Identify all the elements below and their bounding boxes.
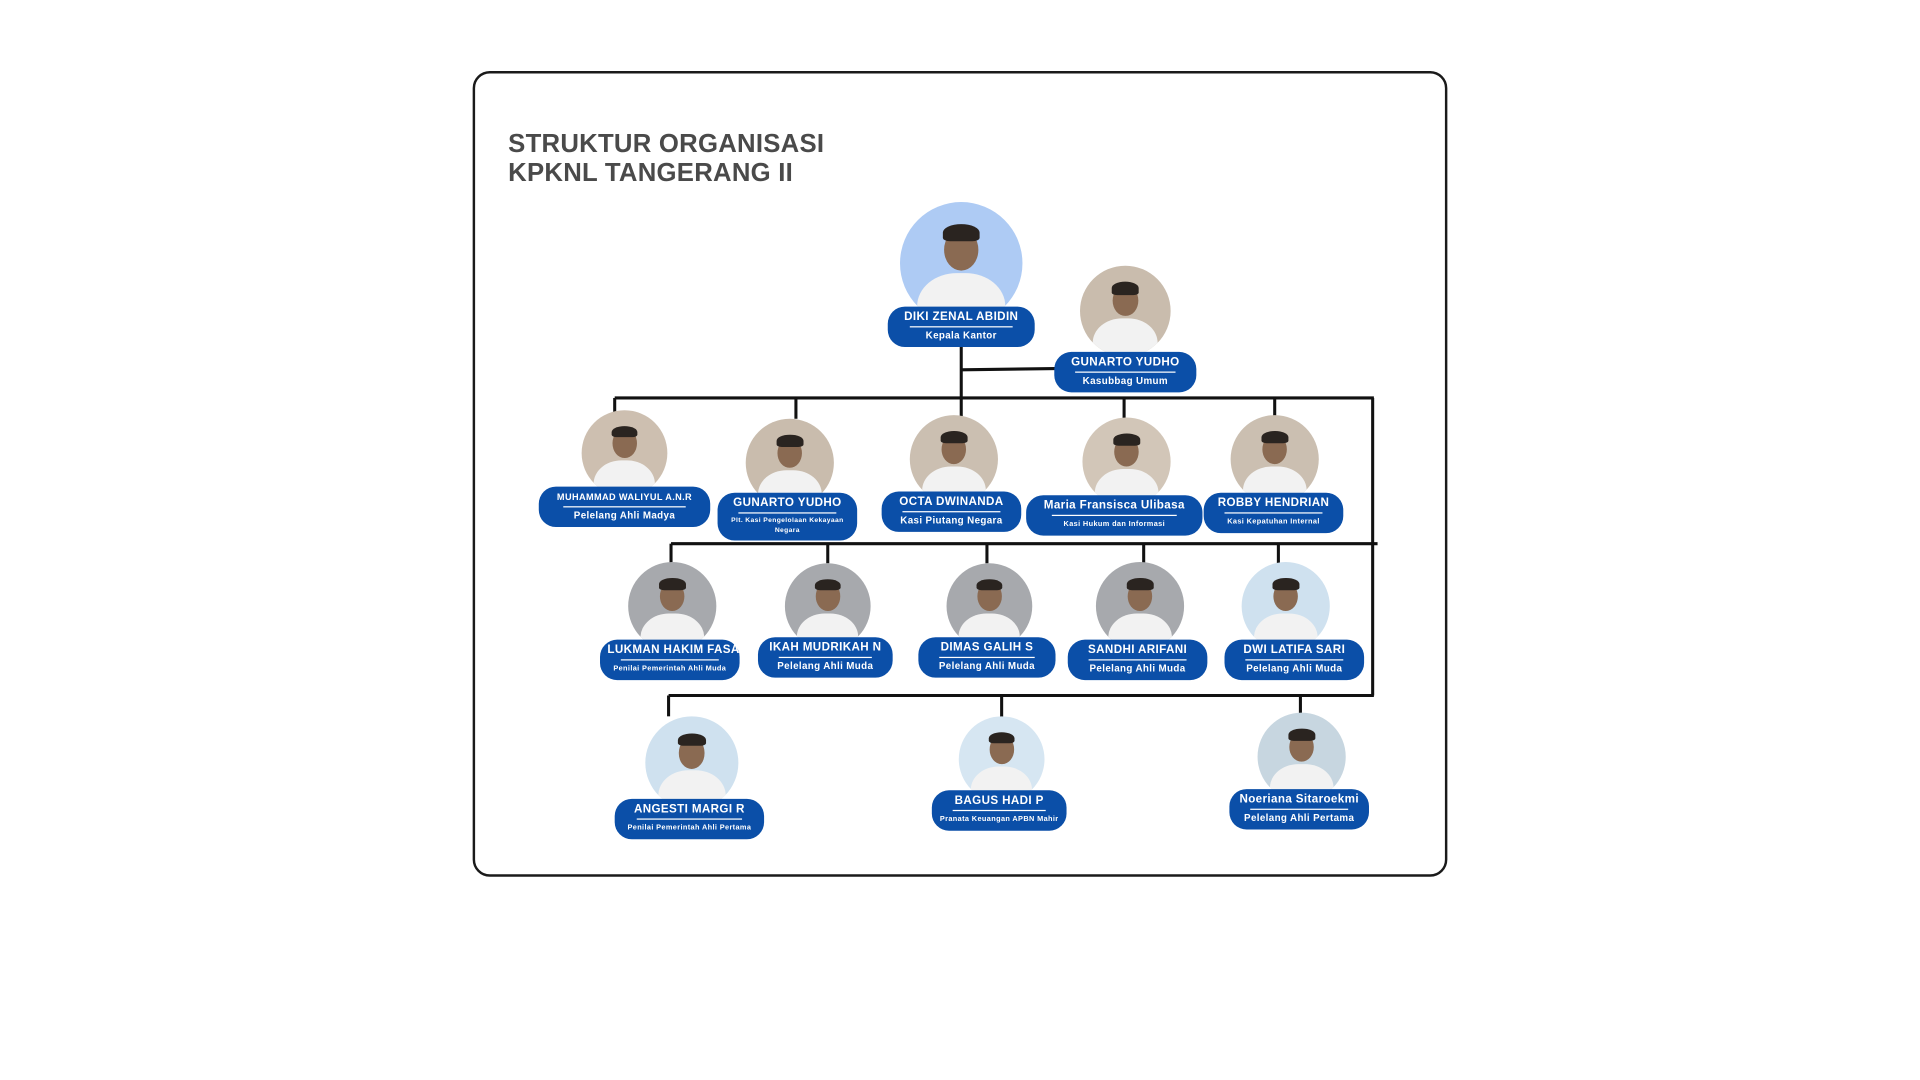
person-role: Pranata Keuangan APBN Mahir — [939, 816, 1059, 824]
person-name: SANDHI ARIFANI — [1088, 643, 1188, 657]
person-role: Kasi Piutang Negara — [900, 515, 1003, 527]
person-photo — [1230, 415, 1319, 504]
name-divider — [902, 511, 1001, 513]
person-name: OCTA DWINANDA — [899, 495, 1004, 509]
person-role: Penilai Pemerintah Ahli Muda — [613, 665, 727, 673]
person-role: Plt. Kasi Pengelolaan Kekayaan Negara — [731, 517, 844, 535]
person-photo — [745, 418, 834, 507]
person-role: Pelelang Ahli Madya — [573, 510, 676, 522]
person-label: SANDHI ARIFANI Pelelang Ahli Muda — [1067, 639, 1208, 681]
person-label: ANGESTI MARGI R Penilai Pemerintah Ahli P… — [614, 798, 765, 840]
person-photo — [909, 415, 998, 504]
chart-title: STRUKTUR ORGANISASI KPKNL TANGERANG II — [508, 130, 824, 189]
person-photo — [581, 410, 668, 496]
person-role: Kepala Kantor — [925, 330, 997, 342]
name-divider — [778, 656, 873, 659]
person-role: Pelelang Ahli Muda — [777, 660, 874, 672]
name-divider — [909, 326, 1013, 328]
name-divider — [1075, 371, 1175, 373]
name-divider — [621, 659, 719, 661]
name-divider — [1250, 808, 1348, 811]
person-name: ANGESTI MARGI R — [633, 802, 745, 817]
person-photo — [946, 563, 1033, 649]
person-label: MUHAMMAD WALIYUL A.N.R Pelelang Ahli Mady… — [538, 486, 711, 528]
connector-line — [961, 367, 1056, 372]
person-label: GUNARTO YUDHO Kasubbag Umum — [1054, 351, 1197, 393]
person-label: LUKMAN HAKIM FASA Penilai Pemerintah Ahli… — [600, 639, 740, 681]
person-label: OCTA DWINANDA Kasi Piutang Negara — [881, 491, 1022, 533]
person-label: DIMAS GALIH S Pelelang Ahli Muda — [918, 637, 1056, 678]
person-name: LUKMAN HAKIM FASA — [607, 643, 740, 657]
person-photo — [645, 716, 739, 810]
person-role: Kasi Hukum dan Informasi — [1063, 521, 1166, 529]
person-role: Kasubbag Umum — [1082, 375, 1168, 387]
person-name: GUNARTO YUDHO — [1071, 355, 1180, 370]
person-role: Penilai Pemerintah Ahli Pertama — [627, 824, 752, 833]
name-divider — [1224, 512, 1323, 514]
person-name: GUNARTO YUDHO — [733, 496, 842, 510]
person-role: Pelelang Ahli Muda — [938, 660, 1035, 672]
person-name: BAGUS HADI P — [954, 793, 1044, 808]
title-line-1: STRUKTUR ORGANISASI — [508, 129, 825, 158]
person-photo — [784, 563, 871, 649]
person-name: DWI LATIFA SARI — [1243, 643, 1346, 657]
person-label: IKAH MUDRIKAH N Pelelang Ahli Muda — [757, 637, 893, 678]
name-divider — [738, 512, 837, 514]
person-photo — [1257, 712, 1346, 801]
person-photo — [1080, 265, 1171, 357]
person-label: GUNARTO YUDHO Plt. Kasi Pengelolaan Kekay… — [717, 492, 858, 541]
name-divider — [952, 809, 1046, 812]
person-name: DIKI ZENAL ABIDIN — [904, 310, 1019, 324]
title-line-2: KPKNL TANGERANG II — [508, 159, 794, 188]
name-divider — [1051, 514, 1178, 517]
person-role: Pelelang Ahli Pertama — [1244, 812, 1355, 824]
person-name: Noeriana Sitaroekmi — [1239, 792, 1359, 807]
person-photo — [1082, 417, 1171, 506]
person-label: BAGUS HADI P Pranata Keuangan APBN Mahir — [931, 790, 1067, 831]
name-divider — [1245, 659, 1343, 661]
person-photo — [958, 716, 1045, 803]
person-label: DWI LATIFA SARI Pelelang Ahli Muda — [1224, 639, 1365, 681]
person-role: Pelelang Ahli Muda — [1246, 663, 1343, 675]
person-role: Pelelang Ahli Muda — [1089, 663, 1186, 675]
person-photo — [628, 562, 717, 651]
chart-frame — [472, 71, 1448, 877]
person-name: ROBBY HENDRIAN — [1217, 496, 1330, 510]
person-name: DIMAS GALIH S — [940, 640, 1034, 655]
person-name: IKAH MUDRIKAH N — [769, 640, 882, 655]
person-label: DIKI ZENAL ABIDIN Kepala Kantor — [887, 306, 1035, 348]
name-divider — [939, 656, 1035, 659]
name-divider — [1088, 659, 1187, 661]
person-photo — [1241, 562, 1330, 651]
person-role: Kasi Kepatuhan Internal — [1227, 518, 1320, 527]
person-photo — [1095, 562, 1185, 651]
person-name: MUHAMMAD WALIYUL A.N.R — [556, 491, 693, 503]
person-label: ROBBY HENDRIAN Kasi Kepatuhan Internal — [1203, 492, 1344, 534]
name-divider — [636, 818, 742, 820]
name-divider — [563, 506, 686, 508]
person-name: Maria Fransisca Ulibasa — [1043, 498, 1185, 513]
